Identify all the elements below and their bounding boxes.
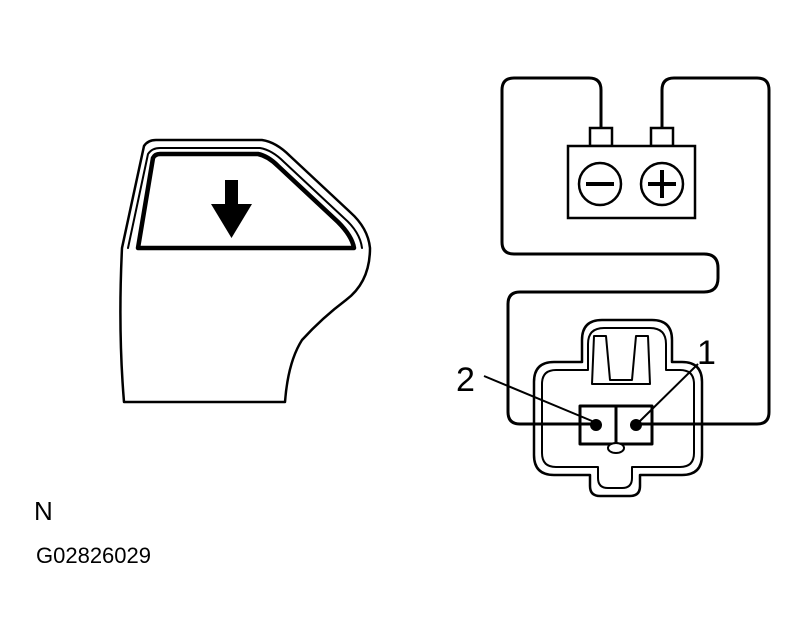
- wires: [500, 76, 771, 426]
- battery: [566, 126, 697, 220]
- terminal-pin-2: [590, 419, 602, 431]
- battery-symbols: [586, 170, 676, 198]
- door-outline: [119, 138, 372, 404]
- terminal-pin-1: [630, 419, 642, 431]
- door-window-glass: [135, 151, 357, 251]
- connector: [532, 318, 704, 498]
- battery-negative-post: [588, 126, 614, 148]
- terminal-label-1: 1: [697, 334, 716, 372]
- connector-housing-outer: [532, 318, 704, 498]
- wire-negative: [500, 76, 720, 426]
- terminal-label-2: 2: [456, 361, 475, 399]
- note-label: N: [34, 496, 53, 526]
- battery-positive-post: [649, 126, 675, 148]
- window-frame: [127, 147, 363, 249]
- leader-lines: [483, 363, 699, 422]
- connector-notch: [607, 442, 625, 454]
- connector-housing-inner: [541, 327, 695, 489]
- figure-code: G02826029: [36, 543, 151, 568]
- down-arrow-icon: [211, 180, 252, 238]
- connector-lock-tab: [591, 335, 651, 385]
- wire-positive: [636, 76, 771, 426]
- rear-door: [119, 138, 372, 404]
- terminal-cavity-1: [614, 404, 654, 446]
